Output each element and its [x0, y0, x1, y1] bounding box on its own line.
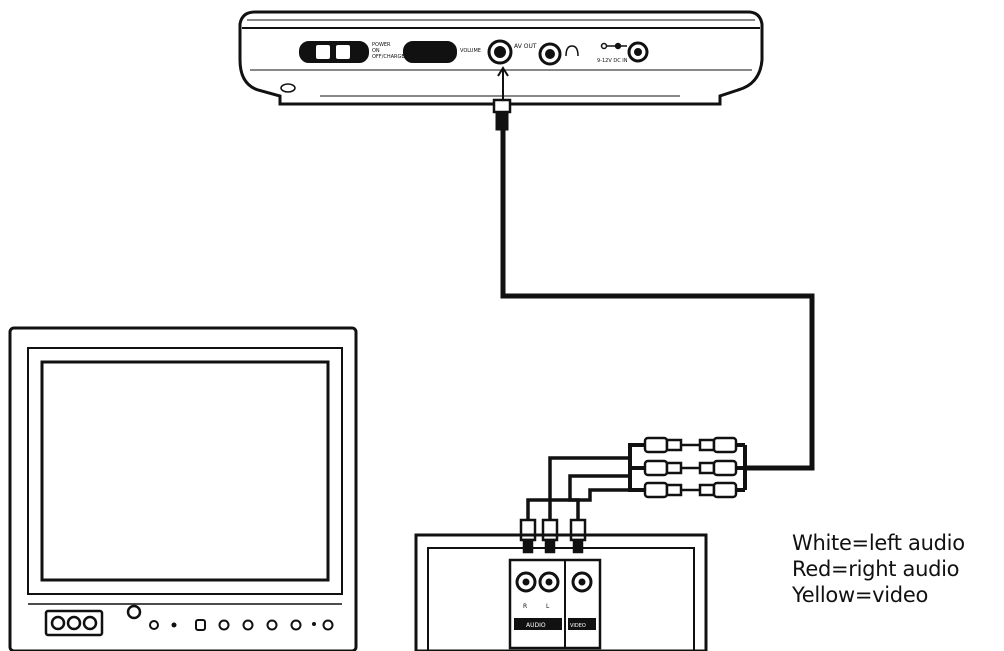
- rca-leads: [526, 456, 630, 520]
- tv-screen: [40, 360, 330, 582]
- av-out-label: AV OUT: [514, 43, 537, 50]
- audio-l-label: L: [546, 603, 550, 610]
- av-input-panel: [414, 533, 708, 651]
- audio-r-label: R: [523, 603, 527, 610]
- dc-polarity-icon: [600, 42, 627, 50]
- volume-label: VOLUME: [460, 48, 481, 54]
- headphone-icon: [565, 45, 579, 57]
- legend-red: Red=right audio: [792, 557, 960, 581]
- television: [8, 326, 358, 651]
- dc-in-jack: [627, 41, 649, 63]
- av-out-jack: [487, 39, 513, 65]
- rca-couplers: [643, 436, 738, 499]
- dc-in-label: 9-12V DC IN: [597, 58, 628, 64]
- volume-slider: [403, 41, 457, 63]
- splitter-right: [737, 443, 747, 492]
- splitter-left: [628, 443, 645, 492]
- audio-label: AUDIO: [526, 622, 546, 629]
- audio-l-jack: [538, 571, 560, 593]
- video-label: VIDEO: [570, 623, 586, 629]
- power-switch: [299, 41, 369, 63]
- av-plug: [492, 66, 512, 131]
- tv-power-button: [126, 604, 142, 620]
- audio-r-jack: [515, 571, 537, 593]
- av-cable: [500, 130, 815, 471]
- legend-yellow: Yellow=video: [792, 583, 929, 607]
- portable-player: [238, 10, 764, 106]
- video-jack: [571, 571, 593, 593]
- tv-av-jacks: [44, 609, 104, 637]
- headphone-jack: [538, 42, 562, 66]
- color-legend: White=left audio Red=right audio Yellow=…: [792, 530, 997, 608]
- legend-white: White=left audio: [792, 531, 965, 555]
